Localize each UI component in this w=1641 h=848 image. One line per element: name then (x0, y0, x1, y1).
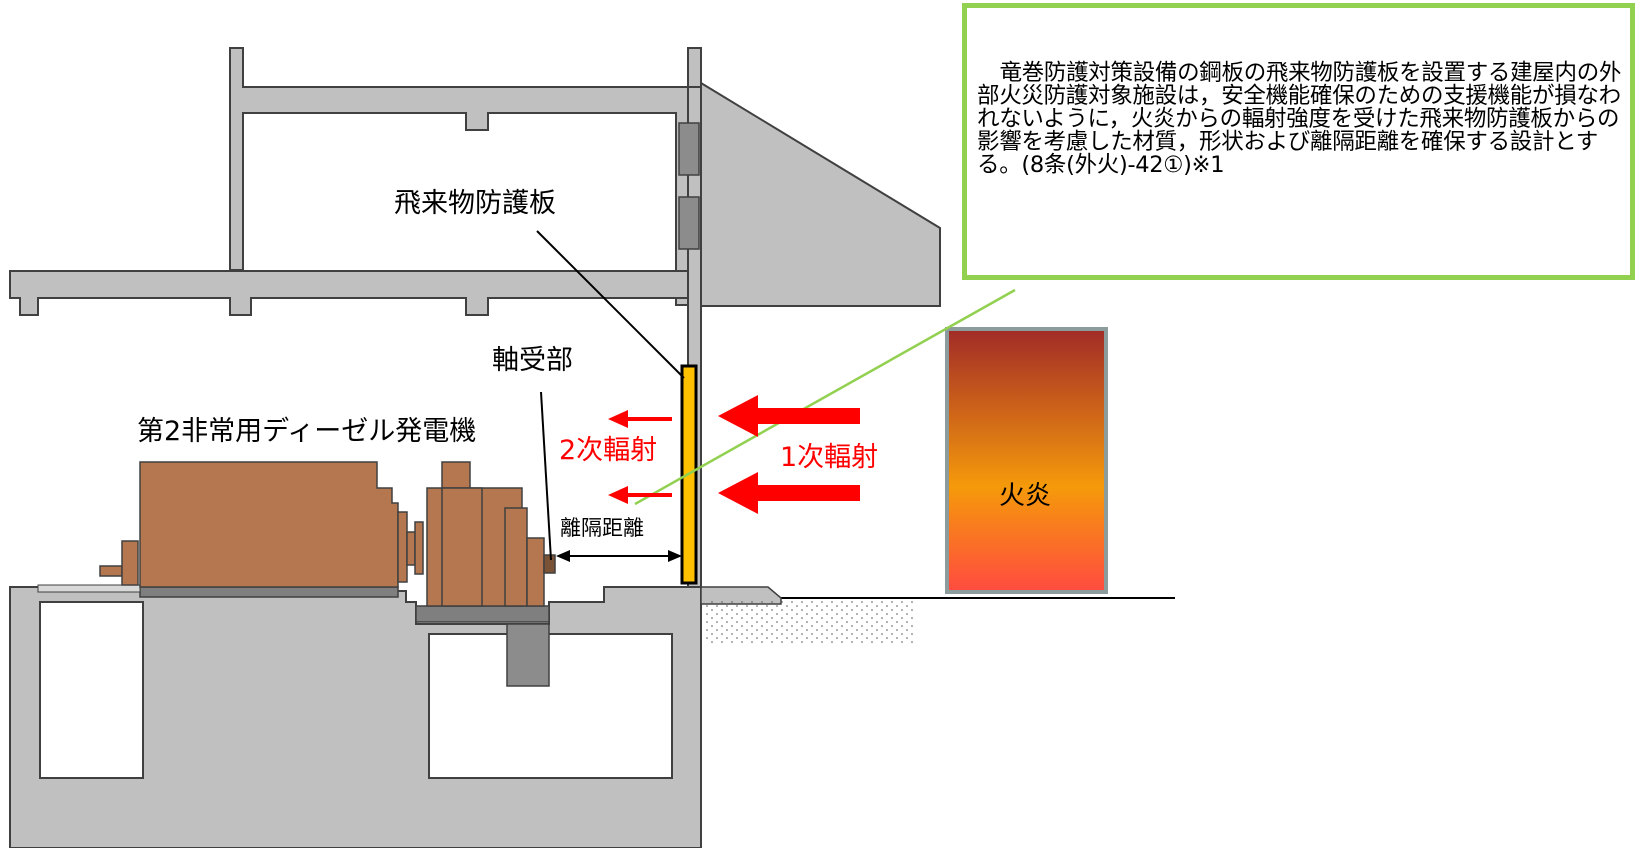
generator-core (441, 487, 483, 607)
engine-body (139, 461, 399, 588)
floor-slab (9, 270, 693, 316)
bearing-block (526, 537, 545, 607)
callout-box: 竜巻防護対策設備の鋼板の飛来物防護板を設置する建屋内の外部火災防護対象施設は，安… (962, 3, 1635, 280)
generator-label: 第2非常用ディーゼル発電機 (137, 416, 476, 447)
shaft-stub (99, 565, 123, 577)
generator-base (139, 586, 399, 598)
flame-box (945, 327, 1108, 594)
equipment-pedestal (506, 623, 550, 687)
primary-arrow-upper (718, 395, 860, 437)
secondary-arrow-upper (608, 410, 672, 428)
basement-room (39, 601, 144, 779)
secondary-arrow-lower (608, 486, 672, 504)
bearing-part (543, 554, 556, 574)
flame-label: 火炎 (999, 481, 1051, 511)
gravel-bed (703, 600, 913, 644)
secondary-radiation-arrows (608, 410, 672, 504)
secondary-radiation-label: 2次輻射 (559, 435, 657, 466)
generator-base-2 (415, 605, 550, 623)
wall-panel (678, 196, 700, 250)
coupling-1 (397, 511, 408, 583)
generator-top (441, 461, 471, 489)
separation-distance-label: 離隔距離 (560, 516, 644, 540)
flange (121, 540, 139, 586)
basement-room (428, 633, 673, 779)
callout-text: 竜巻防護対策設備の鋼板の飛来物防護板を設置する建屋内の外部火災防護対象施設は，安… (977, 60, 1622, 178)
adjacent-structure (700, 81, 941, 307)
coupling-2 (406, 531, 416, 566)
exciter (504, 507, 528, 607)
shield-leader (536, 230, 685, 379)
bearing-label: 軸受部 (492, 345, 573, 376)
shield-plate-label: 飛来物防護板 (394, 188, 556, 219)
primary-arrow-lower (718, 472, 860, 514)
generator-foot (37, 584, 141, 593)
bearing-leader (540, 391, 552, 561)
wall-panel (678, 122, 700, 176)
generator-equipment (37, 461, 556, 623)
roof-slab (229, 47, 702, 306)
callout-leader (634, 288, 1016, 506)
primary-radiation-arrows (718, 395, 860, 514)
coupling-3 (414, 521, 424, 575)
distance-dimension (556, 550, 682, 562)
primary-radiation-label: 1次輻射 (780, 442, 878, 473)
